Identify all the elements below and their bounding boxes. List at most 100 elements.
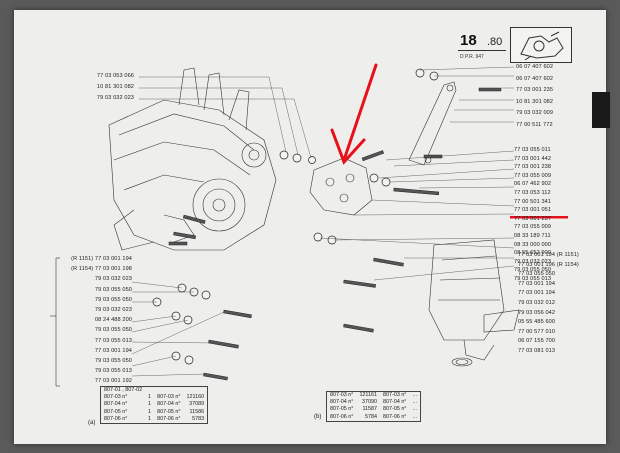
left-mid-part-number: 77 03 001 194	[94, 347, 132, 354]
table-cell: 807-04 n°	[330, 399, 354, 406]
right-mid-part-number: 77 03 001 237	[514, 215, 552, 222]
table-cell: ...	[412, 392, 417, 398]
left-top-part-number: 79 03 032 023	[96, 95, 134, 101]
table-cell: 5783	[192, 415, 205, 422]
page-number: 18	[460, 32, 477, 49]
left-mid-part-number: 79 03 032 023	[94, 307, 132, 313]
table-cell: 807-04 n°	[104, 401, 128, 408]
table-cell: 121161	[359, 392, 378, 398]
table-cell	[145, 387, 154, 394]
right-low-part-number: 06 07 155 700	[518, 338, 556, 345]
table-cell: 37090	[362, 399, 378, 406]
engine-thumbnail-icon	[510, 27, 572, 63]
table-cell: 11586	[189, 408, 205, 415]
table-row: 807-03 n° 121161 807-03 n°...	[327, 392, 420, 399]
right-low-part-number: 77 03 001 194 (R 1151)	[518, 252, 579, 258]
table-row: 807-05 n° 1 807-05 n° 11586	[101, 409, 207, 416]
right-mid-part-number: 77 03 001 051	[514, 207, 552, 214]
right-mid-part-number: 77 03 055 009	[514, 224, 552, 231]
table-cell: ...	[412, 406, 417, 413]
table-b: 807-03 n° 121161 807-03 n°... 807-04 n° 3709…	[326, 391, 421, 422]
table-cell: 807-04 n°	[383, 399, 407, 406]
left-mid-part-number: 79 03 055 050	[94, 286, 132, 293]
header-rule	[458, 50, 506, 51]
right-mid-part-number: 77 03 001 238	[514, 164, 552, 171]
left-mid-part-number: 79 03 055 050	[94, 358, 132, 364]
red-underline	[510, 216, 568, 219]
table-cell: ...	[412, 399, 417, 406]
right-low-part-number: 79 03 056 042	[518, 309, 556, 316]
right-mid-part-number: 77 03 001 442	[514, 155, 552, 162]
table-cell: 11587	[362, 406, 378, 413]
right-low-part-number: 77 03 001 194	[518, 280, 556, 287]
right-top-part-number: 77 00 511 772	[516, 121, 553, 128]
left-mid-part-number: 79 03 055 050	[94, 296, 132, 303]
table-cell: 807-03 n°	[383, 392, 407, 398]
page-decimal: .80	[487, 36, 503, 48]
table-b-label: (b)	[314, 414, 322, 420]
left-mid-part-number: 79 03 032 023	[94, 276, 132, 283]
table-cell: 1	[148, 415, 152, 422]
table-cell: 807-06 n°	[383, 413, 407, 420]
table-cell: 807-03 n°	[157, 394, 181, 401]
table-cell: 1	[148, 394, 152, 401]
left-mid-part-number: (R 1154) 77 03 001 198	[71, 266, 132, 273]
table-cell: 807-05 n°	[157, 408, 181, 415]
right-top-part-number: 10 81 301 082	[516, 98, 554, 105]
table-cell: ...	[412, 413, 417, 420]
table-cell: 807-05 n°	[104, 408, 128, 415]
right-low-part-number: 05 55 485 600	[518, 319, 556, 326]
left-mid-part-number: 77 03 001 192	[94, 378, 132, 385]
left-mid-part-number: 08 24 488 200	[94, 317, 132, 324]
right-low-part-number: 77 03 055 050	[518, 271, 556, 278]
right-mid-part-number: 79 03 055 050	[514, 267, 552, 274]
table-row: 807-06 n° 5784 807-06 n°...	[327, 414, 420, 421]
table-cell: 807-06 n°	[330, 413, 354, 420]
right-top-part-number: 77 03 001 235	[516, 87, 554, 93]
right-mid-part-number: 77 00 501 341	[514, 198, 552, 205]
right-mid-part-number: 77 03 053 112	[514, 190, 551, 196]
left-top-part-number: 10 81 301 082	[96, 84, 134, 90]
right-low-part-number: 77 03 001 196 (R 1154)	[518, 261, 579, 268]
right-low-part-number: 77 00 577 010	[518, 328, 556, 335]
table-cell: 807-01 , 807-02	[104, 387, 143, 393]
table-a-label: (a)	[88, 420, 96, 426]
left-mid-part-number: 77 03 055 013	[94, 337, 132, 344]
right-mid-part-number: 08 33 189 711	[514, 233, 551, 239]
right-low-part-number: 77 03 081 013	[518, 348, 556, 354]
table-cell: 807-04 n°	[157, 401, 181, 408]
table-cell: 1	[148, 408, 152, 415]
right-top-part-number: 79 03 032 009	[516, 110, 554, 116]
table-cell: 807-03 n°	[330, 392, 354, 398]
right-mid-part-number: 08 55 652 900	[514, 250, 552, 257]
table-cell: 807-05 n°	[383, 406, 407, 413]
table-cell: 5784	[365, 413, 378, 420]
right-low-part-number: 79 03 032 012	[518, 300, 556, 306]
table-row: 807-04 n° 37090 807-04 n°...	[327, 399, 420, 406]
right-mid-part-number: 06 07 462 902	[514, 181, 552, 188]
table-cell: 807-06 n°	[104, 415, 128, 422]
table-cell	[154, 387, 183, 394]
table-row: 807-01 , 807-02	[101, 387, 207, 394]
right-mid-part-number: 08 33 000 000	[514, 241, 552, 248]
right-mid-part-number: 79 03 032 023	[514, 258, 552, 265]
right-low-part-number: 77 03 001 194	[518, 290, 556, 297]
right-mid-part-number: 77 03 055 009	[514, 172, 552, 179]
left-mid-part-number: 79 03 055 050	[94, 327, 132, 334]
left-top-part-number: 77 03 053 066	[96, 73, 134, 79]
table-row: 807-04 n° 1 807-04 n° 37089	[101, 401, 207, 408]
table-cell: 1	[148, 401, 152, 408]
table-cell: 37089	[189, 401, 205, 408]
right-top-part-number: 06 07 407 602	[516, 75, 554, 82]
right-mid-part-number: 77 03 055 011	[514, 147, 551, 153]
left-mid-part-number: (R 1151) 77 03 001 194	[71, 256, 132, 262]
red-arrow-icon	[330, 63, 378, 165]
table-cell: 807-03 n°	[104, 394, 128, 401]
table-cell: 121160	[186, 394, 205, 401]
table-row: 807-06 n° 1 807-06 n° 5783	[101, 416, 207, 423]
right-mid-part-number: 79 03 055 013	[514, 276, 552, 282]
table-cell: 807-06 n°	[157, 415, 181, 422]
table-row: 807-03 n° 1 807-03 n° 121160	[101, 394, 207, 401]
